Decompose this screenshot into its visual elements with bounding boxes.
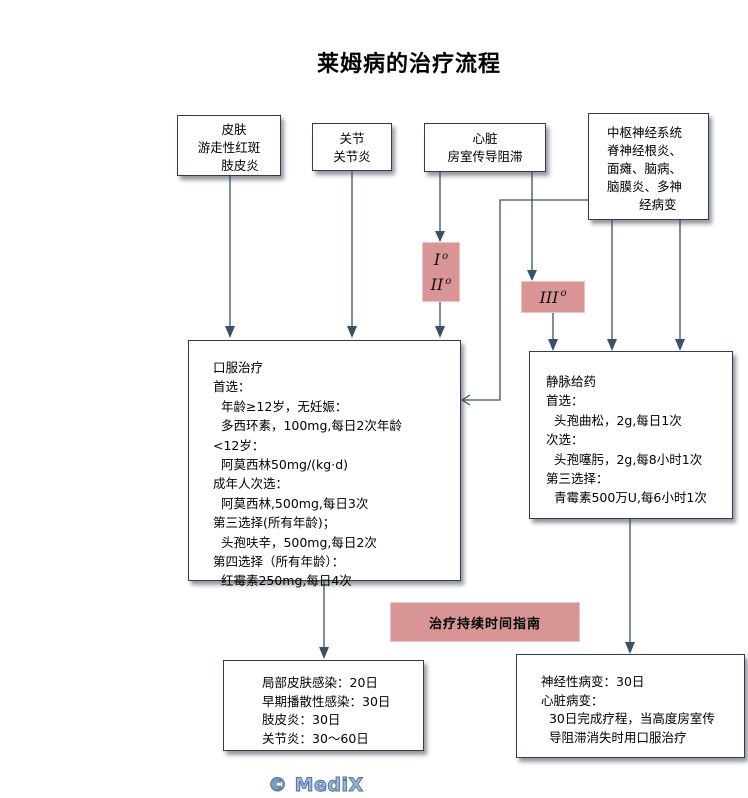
heart-label: 心脏 [472, 131, 498, 146]
iv-treatment-box: 静脉给药 首选： 头孢曲松，2g,每日1次 次选： 头孢噻肟，2g,每8小时1次… [529, 351, 733, 519]
skin-label: 皮肤 [221, 122, 247, 137]
symptom-box-skin: 皮肤 游走性红斑 肢皮炎 [177, 115, 281, 176]
oral-line: 头孢呋辛，500mg,每日2次 [213, 534, 377, 550]
arrowhead [607, 339, 617, 351]
symptom-box-heart: 心脏 房室传导阻滞 [424, 123, 546, 172]
duration-line: 局部皮肤感染：20日 [262, 675, 378, 690]
arrowhead [435, 231, 445, 242]
cns-detail-4: 经病变 [639, 197, 677, 212]
arrowhead [225, 326, 235, 338]
iv-line: 头孢曲松，2g,每日1次 [546, 412, 682, 428]
oral-line: 红霉素250mg,每日4次 [213, 573, 352, 589]
oral-line: 阿莫西林50mg/(kg·d) [213, 457, 349, 473]
duration-line: 肢皮炎：30日 [262, 712, 341, 727]
oral-line: 第四选择（所有年龄）： [213, 554, 345, 570]
oral-duration-box: 局部皮肤感染：20日 早期播散性感染：30日 肢皮炎：30日 关节炎：30～60… [223, 660, 424, 751]
oral-line: 多西环素，100mg,每日2次年龄 [213, 418, 402, 434]
iv-line: 首选： [546, 393, 584, 409]
cns-detail-3: 脑膜炎、多神 [607, 179, 683, 194]
duration-line: 神经性病变：30日 [541, 674, 645, 689]
arrowhead [548, 339, 558, 351]
arrowhead [527, 270, 537, 281]
duration-line: 30日完成疗程，当高度房室传 [541, 711, 715, 726]
iv-heading: 静脉给药 [546, 374, 597, 389]
arrowhead [675, 339, 685, 351]
iv-line: 青霉素500万U,每6小时1次 [546, 490, 707, 506]
duration-line: 导阻滞消失时用口服治疗 [541, 729, 687, 745]
joint-detail: 关节炎 [333, 149, 371, 164]
cns-detail-2: 面瘫、脑病、 [607, 161, 683, 176]
duration-line: 早期播散性感染：30日 [262, 693, 391, 709]
duration-guide-label: 治疗持续时间指南 [390, 602, 580, 642]
iv-line: 第三选择： [546, 471, 609, 487]
symptom-box-cns: 中枢神经系统 脊神经根炎、 面瘫、脑病、 脑膜炎、多神 经病变 [588, 113, 709, 220]
oral-treatment-box: 口服治疗 首选： 年龄≥12岁，无妊娠： 多西环素，100mg,每日2次年龄 <… [188, 340, 461, 588]
arrowhead [435, 326, 445, 338]
iv-line: 次选： [546, 432, 584, 448]
skin-detail-1: 游走性红斑 [197, 140, 261, 155]
oral-line: 成年人次选： [213, 476, 289, 492]
diagram-title: 莱姆病的治疗流程 [316, 51, 501, 77]
joint-label: 关节 [339, 131, 365, 146]
oral-heading: 口服治疗 [213, 360, 264, 375]
duration-line: 关节炎：30～60日 [262, 730, 369, 746]
arrowhead [347, 326, 357, 338]
cns-label: 中枢神经系统 [607, 125, 683, 140]
arrowhead [319, 647, 329, 659]
iv-line: 头孢噻肟，2g,每8小时1次 [546, 451, 703, 467]
oral-line: 第三选择(所有年龄)； [213, 515, 336, 531]
duration-line: 心脏病变： [541, 692, 604, 708]
watermark-logo: © MediX [268, 774, 364, 797]
oral-line: 年龄≥12岁，无妊娠： [213, 398, 348, 414]
cns-detail-1: 脊神经根炎、 [607, 143, 683, 158]
heart-detail: 房室传导阻滞 [447, 149, 523, 164]
oral-line: 阿莫西林,500mg,每日3次 [213, 495, 369, 511]
arrowhead [625, 642, 635, 654]
symptom-box-joint: 关节 关节炎 [312, 123, 392, 171]
arrowhead-open [460, 394, 471, 406]
oral-line: <12岁： [213, 437, 265, 453]
oral-line: 首选： [213, 379, 251, 395]
skin-detail-2: 肢皮炎 [221, 158, 259, 173]
iv-duration-box: 神经性病变：30日 心脏病变： 30日完成疗程，当高度房室传 导阻滞消失时用口服… [516, 654, 745, 758]
